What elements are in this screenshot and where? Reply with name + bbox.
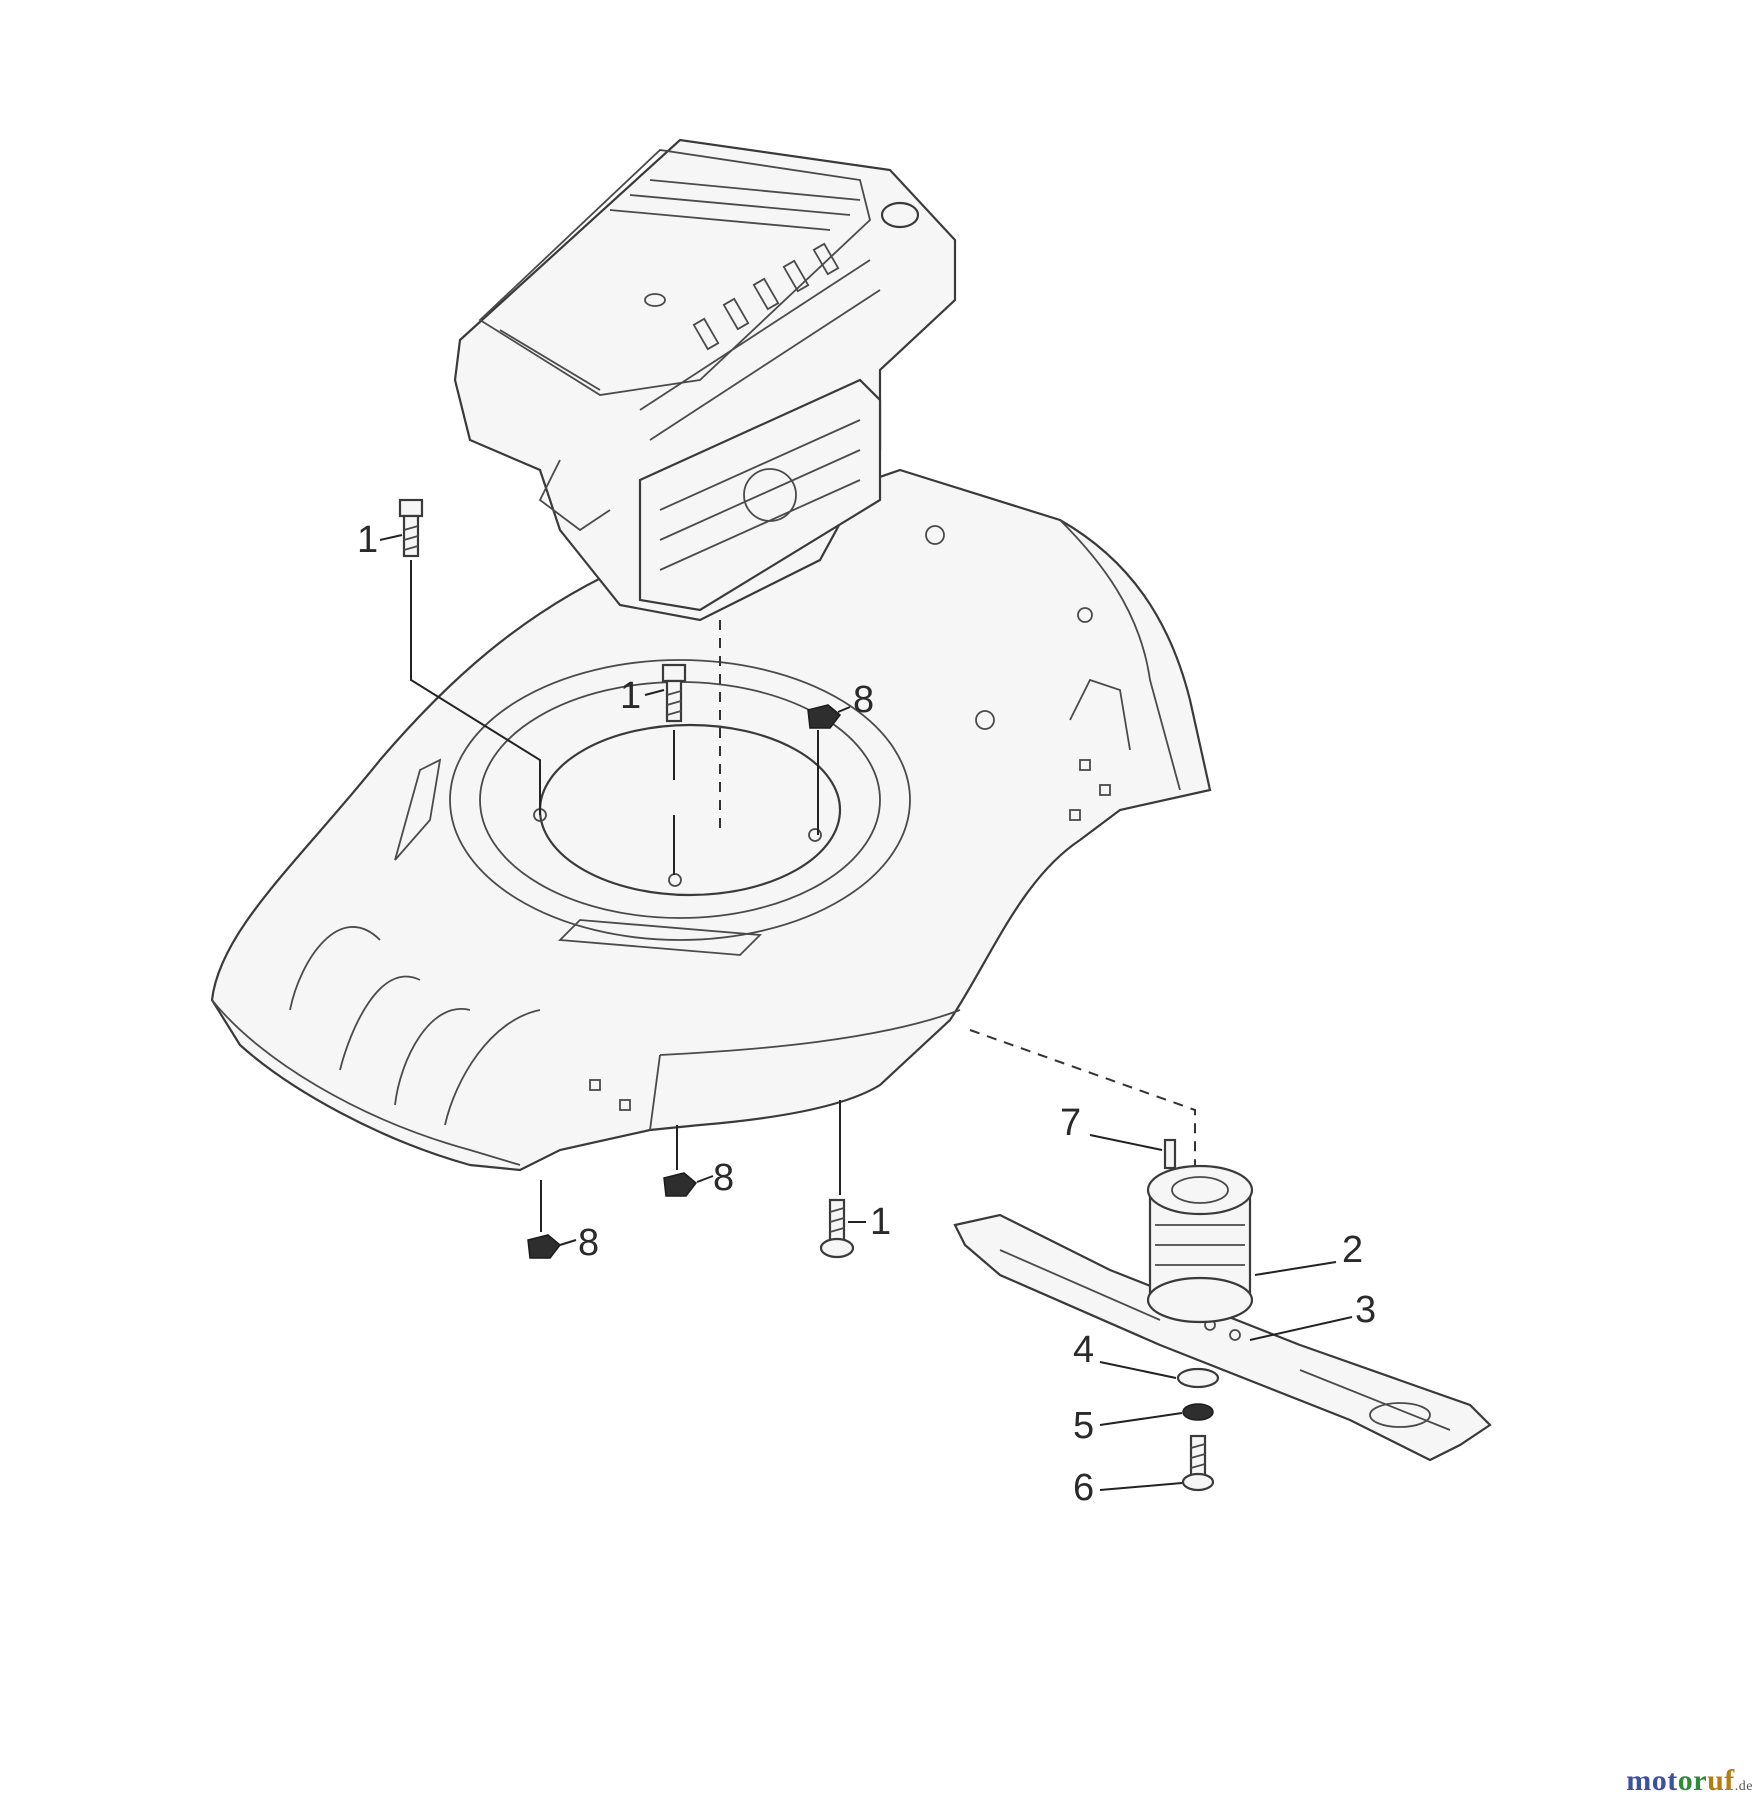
nut-mid <box>663 1172 698 1197</box>
callout-1c: 1 <box>870 1201 891 1243</box>
callout-3: 3 <box>1355 1289 1376 1331</box>
callout-1b: 1 <box>620 675 641 717</box>
bolt-bottom <box>819 1198 855 1259</box>
leader-callout-2 <box>1254 1261 1337 1276</box>
engine <box>453 138 957 622</box>
watermark-tld: .de <box>1734 1779 1753 1794</box>
spring-washer <box>1182 1403 1214 1421</box>
nut-top <box>807 704 842 729</box>
leader-callout-6 <box>1099 1482 1183 1491</box>
motoruf-watermark-logo: motoruf.de <box>1626 1764 1753 1798</box>
watermark-part-b: or <box>1677 1764 1708 1797</box>
callout-8a: 8 <box>853 679 874 721</box>
callout-7: 7 <box>1060 1102 1081 1144</box>
watermark-part-c: uf <box>1707 1764 1735 1797</box>
key-pin <box>1163 1138 1177 1170</box>
nut-low <box>527 1234 562 1259</box>
leader-callout-1a <box>379 534 403 541</box>
callout-2: 2 <box>1342 1229 1363 1271</box>
leader-callout-8b <box>696 1175 714 1183</box>
blade-bolt <box>1181 1434 1215 1492</box>
leader-callout-8c <box>559 1239 577 1246</box>
bolt-top-left <box>398 498 424 558</box>
callout-8c: 8 <box>578 1222 599 1264</box>
blade-adapter <box>1146 1164 1254 1324</box>
washer <box>1176 1367 1220 1389</box>
leader-callout-7 <box>1089 1134 1163 1151</box>
blade <box>953 1213 1492 1462</box>
callout-8b: 8 <box>713 1157 734 1199</box>
leader-callout-1b <box>644 689 665 696</box>
leader-callout-8a <box>837 706 851 713</box>
callout-4: 4 <box>1073 1329 1094 1371</box>
leader-bolt-top-left <box>410 560 541 815</box>
mower-deck <box>210 468 1212 1172</box>
callout-6: 6 <box>1073 1467 1094 1509</box>
leader-callout-5 <box>1099 1412 1183 1426</box>
leader-callout-3 <box>1249 1316 1353 1341</box>
blade-alignment-line <box>969 1029 1196 1190</box>
watermark-part-a: mot <box>1626 1764 1678 1797</box>
callout-1a: 1 <box>357 519 378 561</box>
callout-5: 5 <box>1073 1405 1094 1447</box>
bolt-center <box>661 663 687 723</box>
leader-callout-4 <box>1099 1361 1177 1379</box>
